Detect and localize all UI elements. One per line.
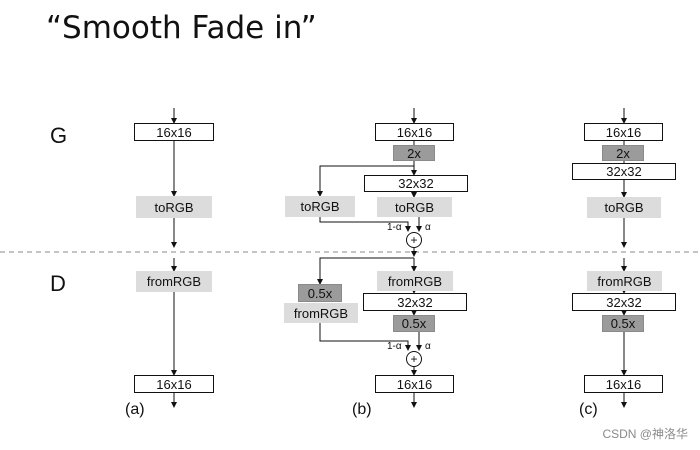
c-g-16x16-block: 16x16: [584, 123, 663, 141]
a-g-16x16-block: 16x16: [134, 123, 214, 141]
b-g-16x16-block: 16x16: [375, 123, 454, 141]
c-d-16x16-block: 16x16: [584, 375, 663, 393]
csdn-watermark: CSDN @神洛华: [602, 427, 688, 441]
b-d-32x32-block: 32x32: [363, 293, 467, 311]
b-g-left-torgb-to-sum: [319, 217, 411, 232]
c-d-32x32-block: 32x32: [572, 293, 676, 311]
b-d-input-split: [317, 257, 414, 285]
b-g-torgb-right-block: toRGB: [377, 197, 452, 217]
b-d-fromrgb-left-block: fromRGB: [284, 303, 358, 323]
a-d-fromrgb-block: fromRGB: [136, 271, 212, 292]
b-d-fromrgb-right-block: fromRGB: [377, 271, 453, 291]
b-d-05x-right-block: 0.5x: [393, 315, 435, 332]
panel-a-caption: (a): [125, 401, 145, 418]
b-d-left-fromrgb-to-sum: [319, 323, 411, 351]
b-d-one-minus-alpha-label: 1-α: [387, 341, 402, 352]
a-g-torgb-block: toRGB: [136, 196, 212, 218]
b-d-alpha-label: α: [425, 341, 431, 352]
row-label-discriminator: D: [50, 271, 66, 296]
c-d-fromrgb-block: fromRGB: [587, 271, 662, 291]
page-title: “Smooth Fade in”: [46, 10, 317, 46]
c-g-2x-upsample-block: 2x: [602, 145, 644, 161]
c-g-torgb-block: toRGB: [587, 197, 661, 218]
panel-b-caption: (b): [352, 401, 372, 418]
row-label-generator: G: [50, 123, 68, 148]
b-g-alpha-label: α: [425, 222, 431, 233]
c-g-32x32-block: 32x32: [572, 163, 676, 180]
b-d-05x-left-block: 0.5x: [298, 284, 342, 302]
b-g-32x32-block: 32x32: [364, 175, 468, 192]
b-g-torgb-left-block: toRGB: [285, 196, 355, 217]
b-d-sum-node: +: [406, 351, 422, 367]
b-d-16x16-block: 16x16: [375, 375, 454, 393]
b-g-branch-to-left-torgb: [317, 165, 414, 197]
b-g-one-minus-alpha-label: 1-α: [387, 222, 402, 233]
a-d-16x16-block: 16x16: [134, 375, 214, 393]
b-g-2x-upsample-block: 2x: [393, 145, 435, 161]
panel-c-caption: (c): [579, 401, 598, 418]
c-d-05x-block: 0.5x: [602, 315, 644, 332]
b-g-sum-node: +: [406, 232, 422, 248]
